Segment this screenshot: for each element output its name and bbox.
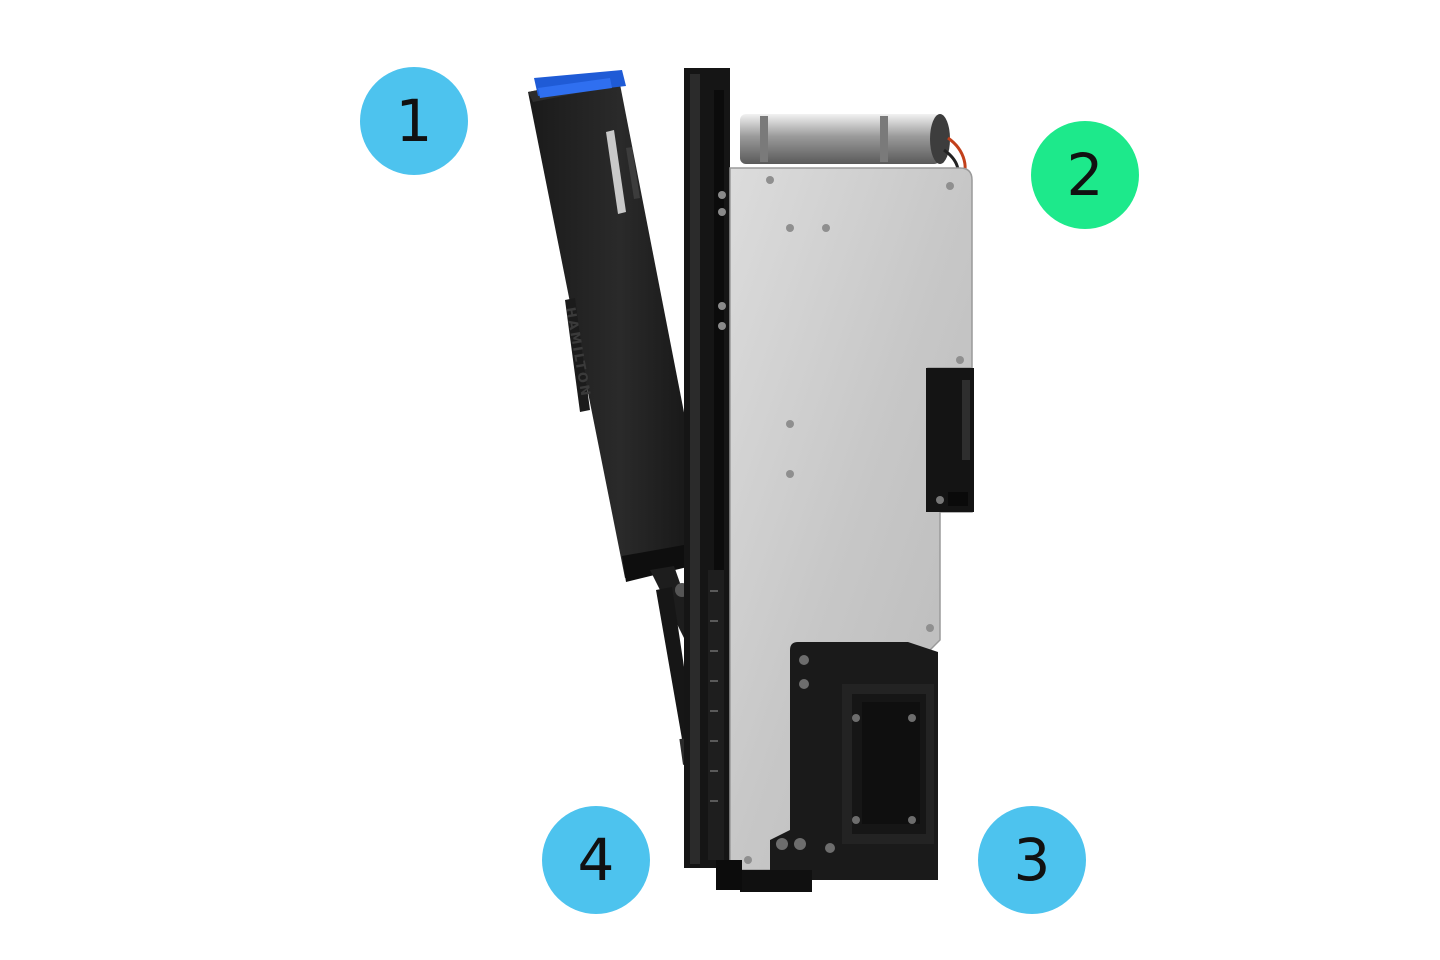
vertical-rail	[684, 68, 730, 868]
side-connector	[926, 368, 974, 512]
callout-badge-2: 2	[1031, 121, 1139, 229]
gripper-module	[716, 642, 938, 892]
motor-cylinder	[740, 114, 967, 185]
callout-number-3: 3	[1013, 826, 1051, 894]
callout-number-2: 2	[1066, 141, 1104, 209]
callout-number-4: 4	[577, 826, 615, 894]
callout-badge-3: 3	[978, 806, 1086, 914]
callout-number-1: 1	[395, 87, 433, 155]
callout-badge-1: 1	[360, 67, 468, 175]
callout-badge-4: 4	[542, 806, 650, 914]
